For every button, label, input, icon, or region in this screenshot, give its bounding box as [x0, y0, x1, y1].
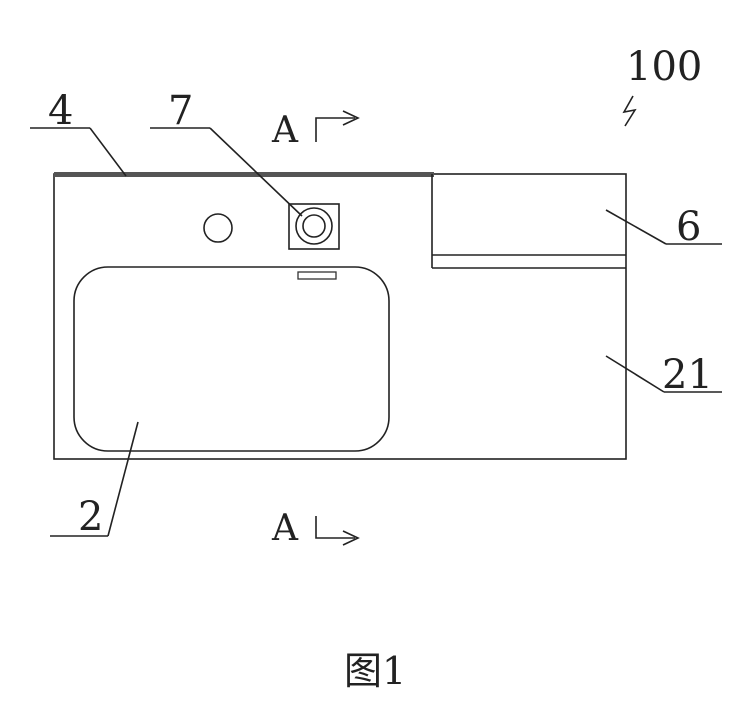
- assembly-ref-arrow: [622, 95, 637, 127]
- drawer-unit: [431, 174, 626, 269]
- section-marker-bottom: [315, 516, 360, 546]
- faucet: [288, 203, 340, 250]
- overflow-slot: [297, 271, 337, 280]
- label-faucet: 7: [168, 88, 193, 134]
- label-countertop-edge: 4: [48, 88, 73, 134]
- sink-basin: [73, 266, 390, 452]
- countertop-strip: [54, 172, 434, 177]
- label-basin: 2: [78, 494, 103, 540]
- counter-body-outline: [53, 173, 627, 460]
- leader-lines: [30, 127, 722, 537]
- figure-caption: 图1: [344, 649, 406, 693]
- label-drawer: 6: [676, 204, 701, 250]
- section-marker-top: [315, 110, 360, 142]
- tap-hole: [203, 213, 233, 243]
- label-assembly-ref: 100: [626, 44, 702, 90]
- label-section-top: A: [271, 110, 299, 151]
- label-section-bottom: A: [271, 508, 299, 549]
- label-counter-body: 21: [662, 352, 713, 398]
